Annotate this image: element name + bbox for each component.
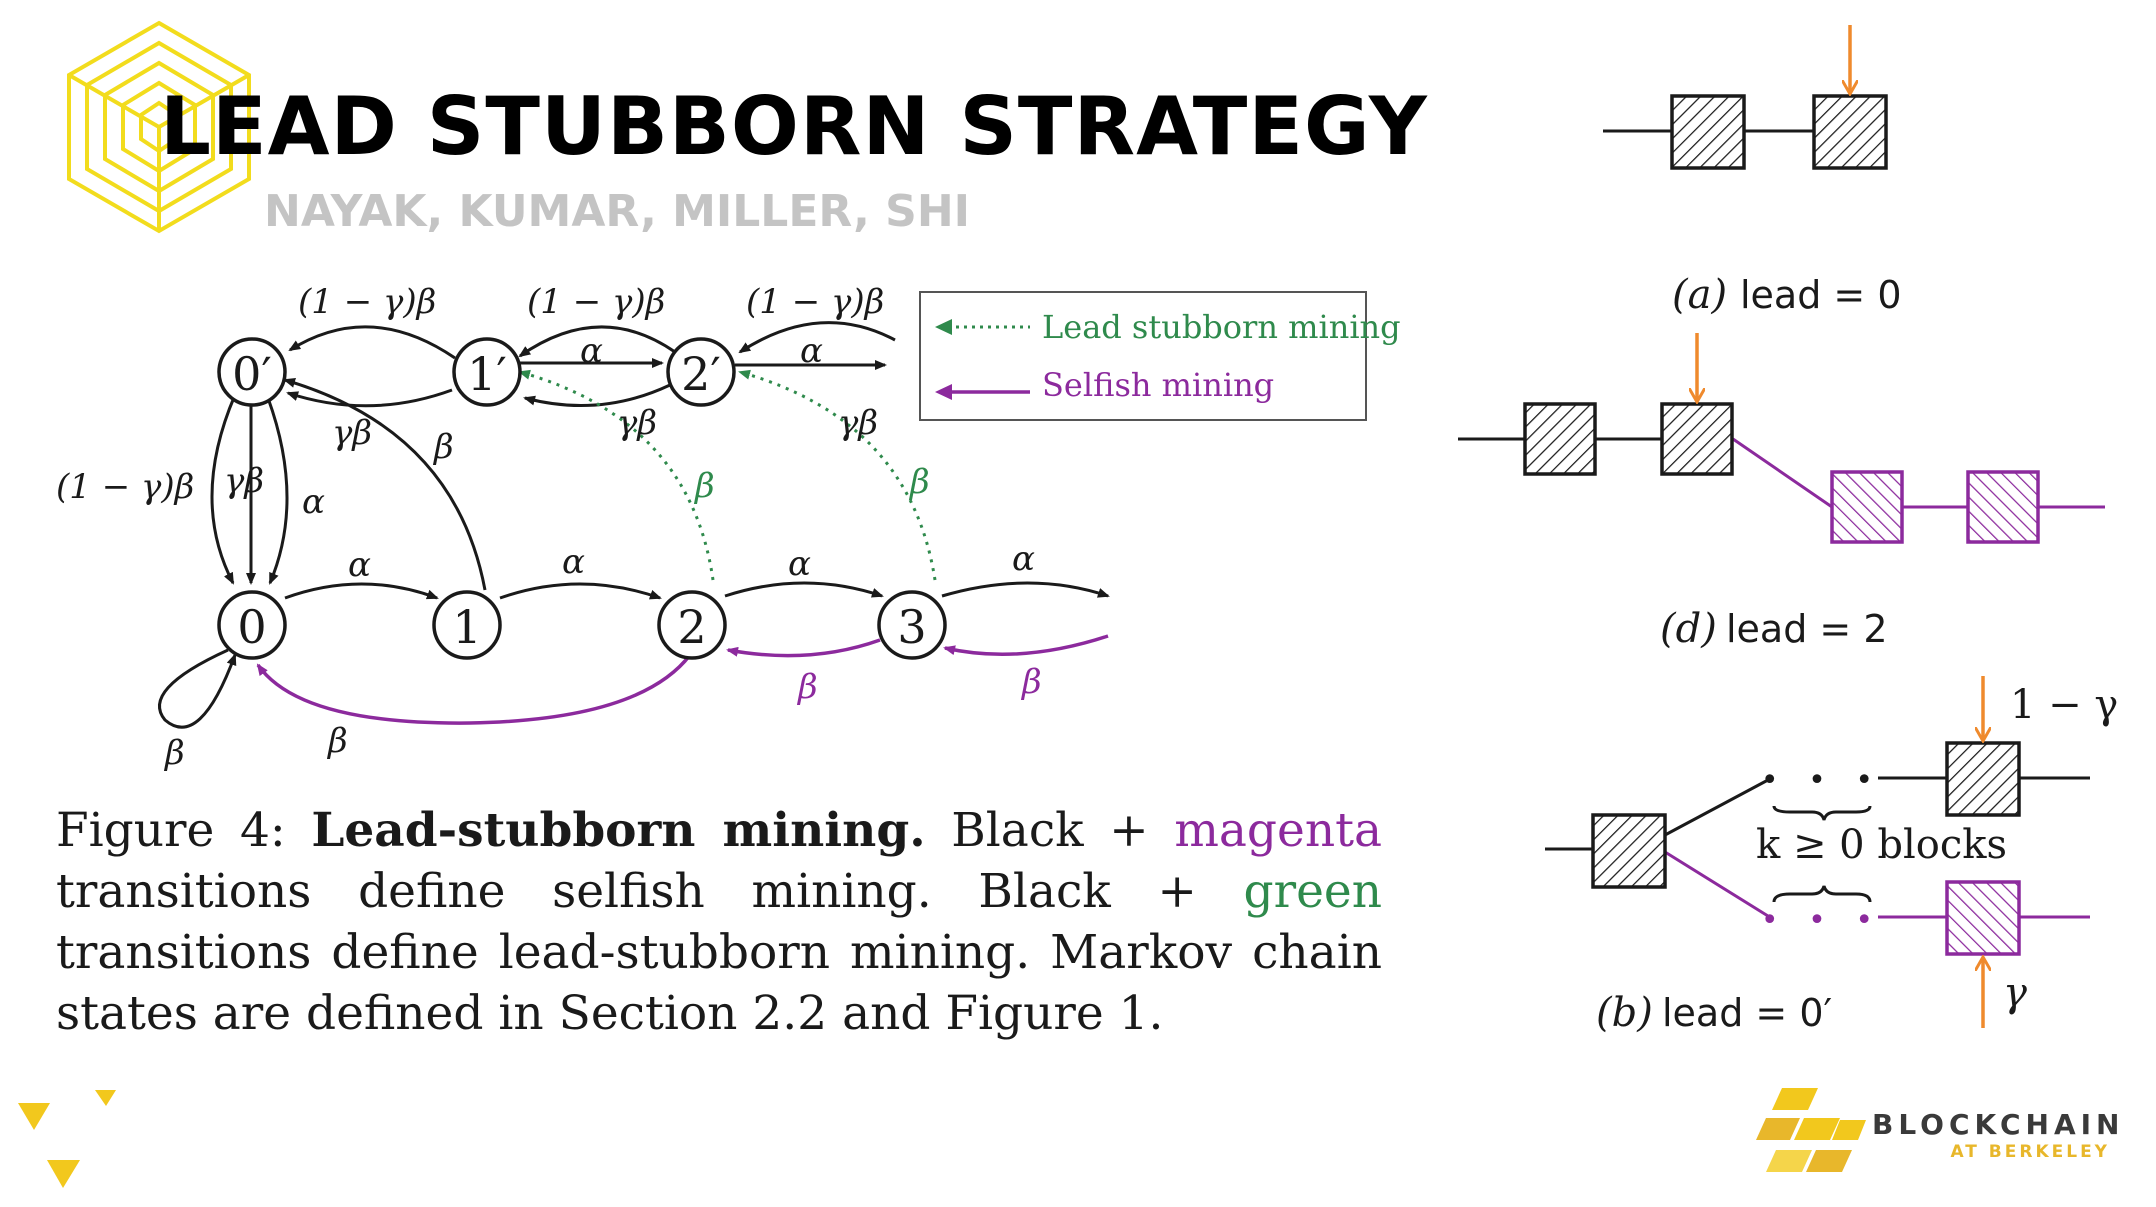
edge-label: α	[562, 542, 585, 582]
edge-label: β	[326, 721, 348, 761]
edge-label: γβ	[617, 403, 657, 443]
edge-1p-0p	[288, 325, 456, 360]
node-label-2: 2	[677, 600, 706, 654]
markov-chain-diagram: 0′ 1′ 2′ 0 1 2 3 (1 − γ)β (1 − γ)β (1 − …	[56, 282, 1400, 773]
caption-figure: Figure 4:	[56, 803, 312, 858]
figure-b-tag: (b)	[1596, 990, 1653, 1036]
edge-2pin-2p	[738, 321, 896, 354]
figure-b-label: lead = 0′	[1662, 991, 1832, 1035]
brand-name: BLOCKCHAIN	[1872, 1108, 2125, 1141]
figure-a-lead-0: (a) lead = 0	[1603, 25, 1902, 318]
node-label-1: 1	[452, 600, 481, 654]
state-node-0	[217, 590, 287, 660]
caption-bold: Lead-stubborn mining.	[311, 803, 926, 858]
caption-magenta: magenta	[1174, 803, 1382, 858]
edge-label: (1 − γ)β	[527, 282, 665, 322]
node-label-3: 3	[897, 600, 926, 654]
caption-part2: transitions define selfish mining. Black…	[56, 864, 1244, 919]
edge-2-0-selfish	[256, 653, 692, 725]
edge-label: γβ	[224, 461, 264, 501]
black-chain-dots: • • •	[1761, 763, 1883, 798]
blockchain-logo-icon	[1756, 1088, 1866, 1172]
node-label-0p: 0′	[232, 347, 272, 401]
edge-label: α	[800, 331, 823, 371]
figure-a-tag: (a)	[1672, 272, 1727, 318]
edge-label: β	[908, 462, 930, 502]
markov-nodes	[217, 337, 947, 660]
magenta-chain-dots: • • •	[1761, 903, 1883, 938]
one-minus-gamma-label: 1 − γ	[2010, 682, 2118, 728]
edge-label: γβ	[332, 413, 372, 453]
node-label-1p: 1′	[467, 347, 507, 401]
edge-label: γβ	[838, 403, 878, 443]
legend-magenta-label: Selfish mining	[1042, 366, 1274, 404]
caption-part1: Black +	[925, 803, 1175, 858]
legend: Lead stubborn mining Selfish mining	[919, 291, 1400, 421]
gamma-label: γ	[2003, 970, 2027, 1016]
caption-green: green	[1243, 864, 1382, 919]
edge-1p-0p-gb	[286, 388, 453, 408]
edge-label: α	[580, 331, 603, 371]
edge-2-3	[724, 581, 884, 598]
figure-d-lead-2: (d) lead = 2	[1458, 333, 2105, 652]
k-blocks-label: k ≥ 0 blocks	[1756, 822, 2007, 868]
edge-label: β	[163, 733, 185, 773]
hexagon-logo	[67, 20, 251, 234]
state-node-1p	[452, 337, 522, 407]
edge-0p-0-right	[266, 397, 289, 585]
state-node-2	[657, 590, 727, 660]
edge-0-self	[158, 648, 237, 729]
figure-d-label: lead = 2	[1726, 607, 1888, 651]
edge-label: α	[1012, 539, 1035, 579]
caption-part3: transitions define lead-stubborn mining.…	[56, 925, 1382, 1041]
slide-authors: NAYAK, KUMAR, MILLER, SHI	[264, 186, 971, 237]
edge-2p-1p	[518, 325, 676, 358]
node-label-0: 0	[237, 600, 266, 654]
edge-label: β	[432, 427, 454, 467]
figure-b-lead-0p: • • • • • • k ≥ 0 blocks 1 − γ γ (b) lea…	[1545, 676, 2118, 1036]
edge-in-3-selfish	[943, 634, 1109, 657]
edge-1-0p	[283, 378, 487, 591]
state-node-3	[877, 590, 947, 660]
figure-d-tag: (d)	[1660, 606, 1717, 652]
legend-green-label: Lead stubborn mining	[1042, 308, 1400, 346]
edge-0p-0-left	[210, 394, 237, 585]
brand-sub: AT BERKELEY	[1950, 1142, 2110, 1162]
figure-caption: Figure 4: Lead-stubborn mining. Black + …	[56, 800, 1382, 1044]
node-label-2p: 2′	[681, 347, 721, 401]
slide-title: LEAD STUBBORN STRATEGY	[160, 80, 1428, 173]
yellow-triangles-decoration	[18, 1090, 116, 1188]
edge-label: β	[693, 466, 715, 506]
edge-label: α	[348, 545, 371, 585]
state-node-0p	[217, 337, 287, 407]
edge-0-1	[284, 582, 439, 600]
edge-label: (1 − γ)β	[56, 467, 194, 507]
edge-3-out	[941, 581, 1110, 598]
edge-3-2-selfish	[726, 638, 881, 658]
edge-label: (1 − γ)β	[746, 282, 884, 322]
edge-label: α	[788, 544, 811, 584]
figure-a-label: lead = 0	[1740, 273, 1902, 317]
edge-label: (1 − γ)β	[298, 282, 436, 322]
edge-label: α	[302, 482, 325, 522]
edge-1-2	[499, 582, 662, 600]
edge-label: β	[1020, 662, 1042, 702]
state-node-2p	[666, 337, 736, 407]
state-node-1	[432, 590, 502, 660]
edge-label: β	[796, 667, 818, 707]
